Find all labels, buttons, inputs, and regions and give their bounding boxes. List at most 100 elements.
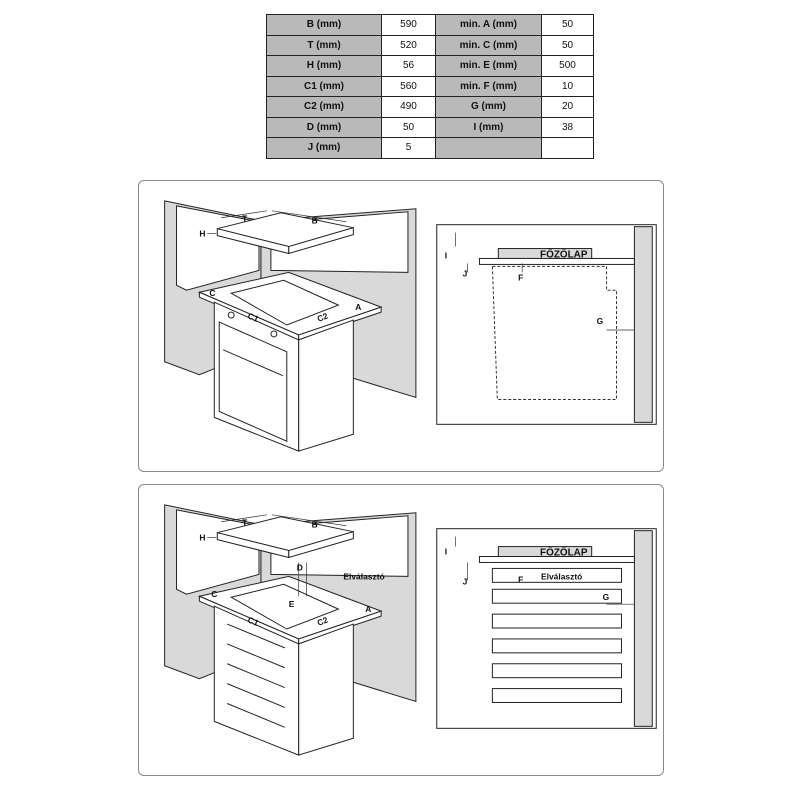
dimension-key: B (mm) [266, 14, 382, 36]
dimension-key: min. C (mm) [435, 34, 542, 56]
dimension-value: 20 [541, 96, 594, 118]
divider-section [491, 567, 622, 583]
svg-text:C2: C2 [316, 310, 330, 323]
side-wall [633, 530, 653, 727]
dim-label-T: T [242, 518, 248, 528]
svg-text:T: T [242, 518, 248, 528]
dim-label-D: D [297, 562, 303, 572]
side-wall [633, 226, 653, 423]
label-G: G [597, 316, 604, 326]
dimension-key: T (mm) [266, 34, 382, 56]
svg-text:Elválasztó: Elválasztó [343, 571, 384, 581]
svg-text:A: A [355, 302, 361, 312]
cabinet [197, 271, 383, 452]
svg-text:T: T [242, 214, 248, 224]
dim-label-C: C [209, 288, 215, 298]
dimension-value: 56 [381, 55, 436, 77]
dimension-key: C2 (mm) [266, 96, 382, 118]
dim-label-B: B [312, 216, 318, 226]
dimension-value: 50 [381, 116, 436, 138]
cabinet [197, 562, 383, 756]
hob-slab [216, 514, 354, 559]
dim-label-C1: C1 [246, 311, 260, 324]
oven-installation-drawing: T B H C A C1 C2 FŐZŐLAP I J F G [164, 200, 657, 452]
dimension-value: 10 [541, 75, 594, 97]
dimension-key: J (mm) [266, 137, 382, 159]
svg-text:C: C [209, 288, 215, 298]
dimension-key: I (mm) [435, 116, 542, 138]
label-J: J [463, 268, 468, 278]
svg-text:C1: C1 [246, 615, 260, 628]
label-J: J [463, 576, 468, 586]
divider-section-label: Elválasztó [541, 571, 582, 581]
svg-text:H: H [199, 229, 205, 239]
dimension-value: 50 [541, 14, 594, 36]
label-G: G [603, 592, 610, 602]
svg-text:A: A [365, 604, 371, 614]
svg-text:C1: C1 [246, 311, 260, 324]
dim-label-B: B [312, 520, 318, 530]
dim-label-H: H [199, 229, 217, 239]
drawer-2 [491, 613, 622, 629]
label-F: F [518, 272, 523, 282]
cooktop-label: FŐZŐLAP [540, 547, 588, 559]
dimension-value: 520 [381, 34, 436, 56]
drawer-3 [491, 638, 622, 654]
dimension-key [435, 137, 542, 159]
dimension-value: 590 [381, 14, 436, 36]
svg-text:B: B [312, 520, 318, 530]
drawer-installation-panel: T B H D Elválasztó E C A C1 C2 [138, 484, 664, 776]
dim-label-A: A [355, 302, 361, 312]
svg-text:H: H [199, 533, 205, 543]
svg-text:B: B [312, 216, 318, 226]
oven-installation-panel: T B H C A C1 C2 FŐZŐLAP I J F G [138, 180, 664, 472]
dimension-key: min. F (mm) [435, 75, 542, 97]
svg-text:C2: C2 [316, 614, 330, 627]
dimension-value: 5 [381, 137, 436, 159]
drawer-5 [491, 688, 622, 703]
section-view: FŐZŐLAP Elválasztó I J F G [436, 528, 657, 729]
dimension-row: J (mm)5 [266, 137, 594, 159]
divider-label: Elválasztó [343, 571, 384, 581]
dim-label-C1: C1 [246, 615, 260, 628]
label-I: I [445, 250, 447, 260]
dimension-value [541, 137, 594, 159]
drawer-4 [491, 663, 622, 679]
dim-label-T: T [242, 214, 248, 224]
dimension-value: 38 [541, 116, 594, 138]
dimension-key: D (mm) [266, 116, 382, 138]
cooktop-label: FŐZŐLAP [540, 248, 588, 260]
dimension-value: 490 [381, 96, 436, 118]
svg-text:D: D [297, 562, 303, 572]
dim-label-C2: C2 [316, 310, 330, 323]
dim-label-C2: C2 [316, 614, 330, 627]
dimension-key: min. A (mm) [435, 14, 542, 36]
worktop-section [478, 257, 635, 265]
worktop-section [478, 556, 635, 563]
dimension-key: min. E (mm) [435, 55, 542, 77]
drawer-1 [491, 588, 622, 604]
dimension-key: H (mm) [266, 55, 382, 77]
dimension-value: 500 [541, 55, 594, 77]
drawer-installation-drawing: T B H D Elválasztó E C A C1 C2 [164, 504, 657, 756]
dim-label-C: C [211, 589, 217, 599]
dim-label-A: A [365, 604, 371, 614]
dim-label-E: E [289, 599, 295, 609]
dimension-value: 50 [541, 34, 594, 56]
dimension-key: G (mm) [435, 96, 542, 118]
svg-text:E: E [289, 599, 295, 609]
dimension-value: 560 [381, 75, 436, 97]
dimension-key: C1 (mm) [266, 75, 382, 97]
label-F: F [518, 574, 523, 584]
hob-slab [216, 210, 354, 255]
svg-text:C: C [211, 589, 217, 599]
section-view: FŐZŐLAP I J F G [436, 224, 657, 425]
